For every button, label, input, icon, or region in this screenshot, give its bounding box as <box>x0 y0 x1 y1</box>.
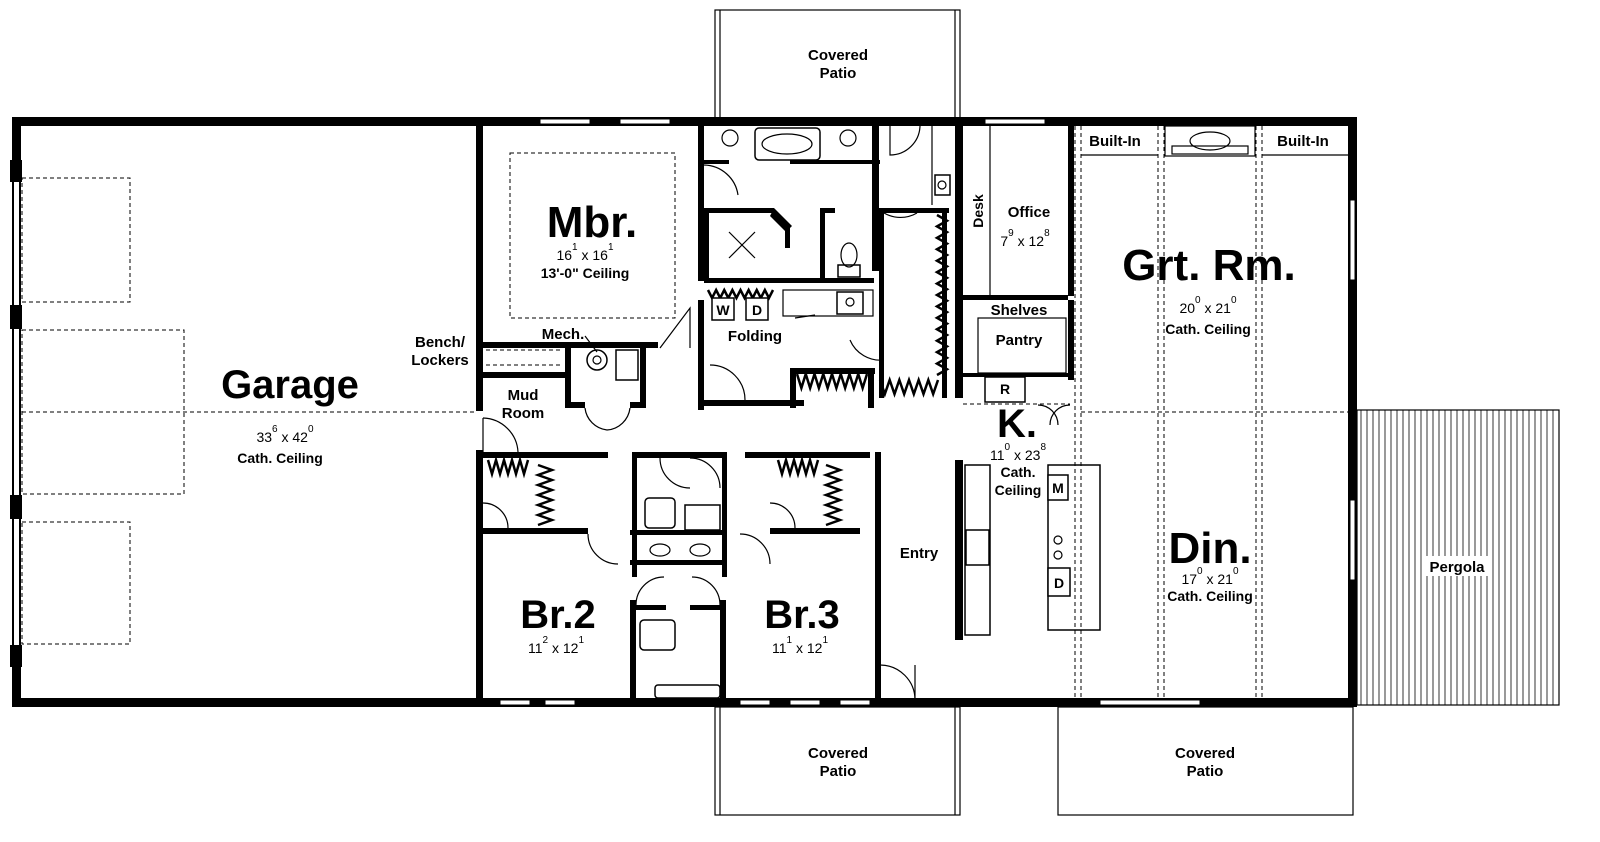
kitchen-ceiling-line2: Ceiling <box>995 482 1042 498</box>
office-name: Office <box>1008 204 1051 221</box>
dishwasher-label: D <box>1054 575 1064 591</box>
master-bath <box>704 126 880 283</box>
mud-room-line1: Mud <box>508 387 539 404</box>
garage-area <box>21 126 519 705</box>
great-room-dining <box>963 125 1348 698</box>
covered-patio-bottom-right-line1: Covered <box>1175 745 1235 762</box>
built-in-right-label: Built-In <box>1277 133 1329 150</box>
master-bedroom-dimensions: 161 x 161 <box>556 242 614 263</box>
washer-label: W <box>716 302 730 318</box>
master-bedroom-name: Mbr. <box>547 198 637 247</box>
entry-label: Entry <box>900 545 939 562</box>
bench-lockers-line2: Lockers <box>411 352 469 369</box>
refrigerator-label: R <box>1000 381 1010 397</box>
bedroom-3-name: Br.3 <box>764 593 840 637</box>
kitchen-ceiling-line1: Cath. <box>1001 464 1036 480</box>
master-bedroom-ceiling: 13'-0" Ceiling <box>541 265 630 281</box>
great-room-ceiling: Cath. Ceiling <box>1165 321 1251 337</box>
pergola-label: Pergola <box>1429 559 1485 576</box>
microwave-label: M <box>1052 480 1064 496</box>
covered-patio-bottom-left-line2: Patio <box>820 763 857 780</box>
garage-dimensions: 336 x 420 <box>256 424 314 445</box>
bedroom-2-name: Br.2 <box>520 593 596 637</box>
great-room-dimensions: 200 x 210 <box>1179 295 1237 316</box>
great-room-name: Grt. Rm. <box>1122 241 1296 290</box>
bedroom-2-dimensions: 112 x 121 <box>528 635 584 656</box>
mud-room <box>483 306 691 431</box>
garage-name: Garage <box>221 363 359 407</box>
folding-label: Folding <box>728 328 782 345</box>
pantry-label: Pantry <box>996 332 1043 349</box>
kitchen-dimensions: 110 x 238 <box>990 442 1046 463</box>
dryer-label: D <box>752 302 762 318</box>
lower-wing <box>482 452 916 702</box>
covered-patio-top <box>714 9 961 119</box>
bench-lockers-line1: Bench/ <box>415 334 466 351</box>
bedroom-3-dimensions: 111 x 121 <box>772 635 828 656</box>
office-dimensions: 79 x 128 <box>1000 228 1050 249</box>
walk-in-closet <box>486 208 950 527</box>
built-in-left-label: Built-In <box>1089 133 1141 150</box>
dining-ceiling: Cath. Ceiling <box>1167 588 1253 604</box>
mud-room-line2: Room <box>502 405 545 422</box>
covered-patio-bottom-left <box>714 706 961 816</box>
covered-patio-top-line1: Covered <box>808 47 868 64</box>
laundry <box>704 289 875 408</box>
shelves-label: Shelves <box>991 302 1048 319</box>
desk-label: Desk <box>970 194 986 228</box>
covered-patio-top-line2: Patio <box>820 65 857 82</box>
kitchen-area <box>889 125 1101 640</box>
covered-patio-bottom-right-line2: Patio <box>1187 763 1224 780</box>
exterior-walls <box>10 117 1357 707</box>
dining-name: Din. <box>1168 524 1251 573</box>
kitchen-name: K. <box>997 402 1037 446</box>
dining-dimensions: 170 x 210 <box>1181 566 1239 587</box>
covered-patio-bottom-left-line1: Covered <box>808 745 868 762</box>
garage-ceiling: Cath. Ceiling <box>237 450 323 466</box>
mech-label: Mech. <box>542 326 585 343</box>
